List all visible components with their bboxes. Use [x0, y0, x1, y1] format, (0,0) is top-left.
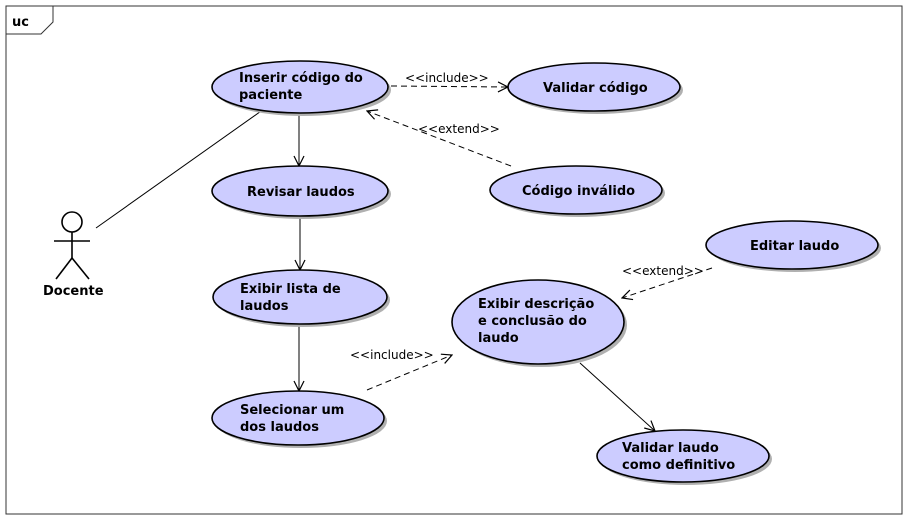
- relation-invalido-inserir: <<extend>>: [367, 111, 512, 167]
- extend-line: [367, 111, 512, 167]
- extend-stereotype-label: <<extend>>: [418, 122, 500, 136]
- use-case-ellipse: [212, 269, 388, 325]
- use-case-exibir-lista[interactable]: Exibir lista de laudos: [212, 269, 390, 327]
- extend-stereotype-label: <<extend>>: [622, 264, 704, 278]
- use-case-selecionar[interactable]: Selecionar um dos laudos: [211, 390, 387, 448]
- use-case-label: Exibir descrição: [478, 297, 594, 312]
- use-case-label: como definitivo: [622, 458, 735, 473]
- use-case-editar[interactable]: Editar laudo: [705, 220, 881, 272]
- actor-right-leg: [71, 257, 90, 280]
- use-case-ellipse: [596, 429, 770, 483]
- relation-desc-validar: [579, 362, 655, 431]
- include-line: [366, 355, 452, 391]
- association-line: [95, 108, 265, 229]
- use-case-label: Editar laudo: [750, 239, 839, 254]
- use-case-label: Exibir lista de: [240, 282, 341, 297]
- use-case-label: laudo: [478, 331, 519, 346]
- relation-inserir-validar: <<include>>: [390, 71, 508, 87]
- use-case-label: Inserir código do: [239, 71, 363, 86]
- use-case-ellipse: [211, 165, 389, 217]
- relation-editar-desc: <<extend>>: [622, 264, 713, 298]
- use-case-ellipse: [705, 220, 879, 270]
- include-stereotype-label: <<include>>: [350, 348, 434, 362]
- flow-line: [579, 362, 655, 431]
- use-case-label: Validar código: [543, 81, 648, 96]
- use-case-codigo-invalido[interactable]: Código inválido: [489, 165, 665, 217]
- extend-line: [622, 267, 713, 298]
- use-case-inserir[interactable]: Inserir código do paciente: [211, 60, 391, 116]
- use-case-exibir-desc[interactable]: Exibir descrição e conclusão do laudo: [451, 279, 627, 367]
- actor-left-leg: [55, 257, 73, 280]
- frame-label: uc: [12, 15, 29, 30]
- use-case-label: dos laudos: [240, 420, 319, 435]
- include-stereotype-label: <<include>>: [405, 71, 489, 85]
- diagram-frame: uc: [5, 5, 903, 515]
- relation-actor-inserir: [95, 108, 265, 229]
- use-case-label: e conclusão do: [478, 314, 587, 329]
- use-case-label: Código inválido: [522, 184, 635, 199]
- use-case-label: Validar laudo: [622, 441, 719, 456]
- actor-name: Docente: [43, 284, 104, 299]
- use-case-revisar[interactable]: Revisar laudos: [211, 165, 391, 219]
- use-case-ellipse: [507, 62, 681, 112]
- use-case-ellipse: [211, 60, 389, 114]
- use-case-ellipse: [451, 279, 625, 365]
- use-case-ellipse: [211, 390, 385, 446]
- use-case-label: laudos: [240, 299, 289, 314]
- use-case-label: Selecionar um: [240, 403, 344, 418]
- relation-selecionar-desc: <<include>>: [350, 348, 452, 391]
- use-case-validar-codigo[interactable]: Validar código: [507, 62, 683, 114]
- use-case-validar-laudo[interactable]: Validar laudo como definitivo: [596, 429, 772, 485]
- use-case-label: paciente: [239, 88, 303, 103]
- actor-head: [61, 211, 83, 233]
- use-cases: Inserir código do paciente Validar códigoC…: [211, 60, 881, 485]
- actor-docente[interactable]: Docente: [43, 211, 104, 299]
- relations: <<include>> <<extend>> <<include>> <<extend…: [95, 71, 713, 431]
- use-case-label: Revisar laudos: [247, 185, 355, 200]
- include-line: [390, 86, 508, 87]
- use-case-ellipse: [489, 165, 663, 215]
